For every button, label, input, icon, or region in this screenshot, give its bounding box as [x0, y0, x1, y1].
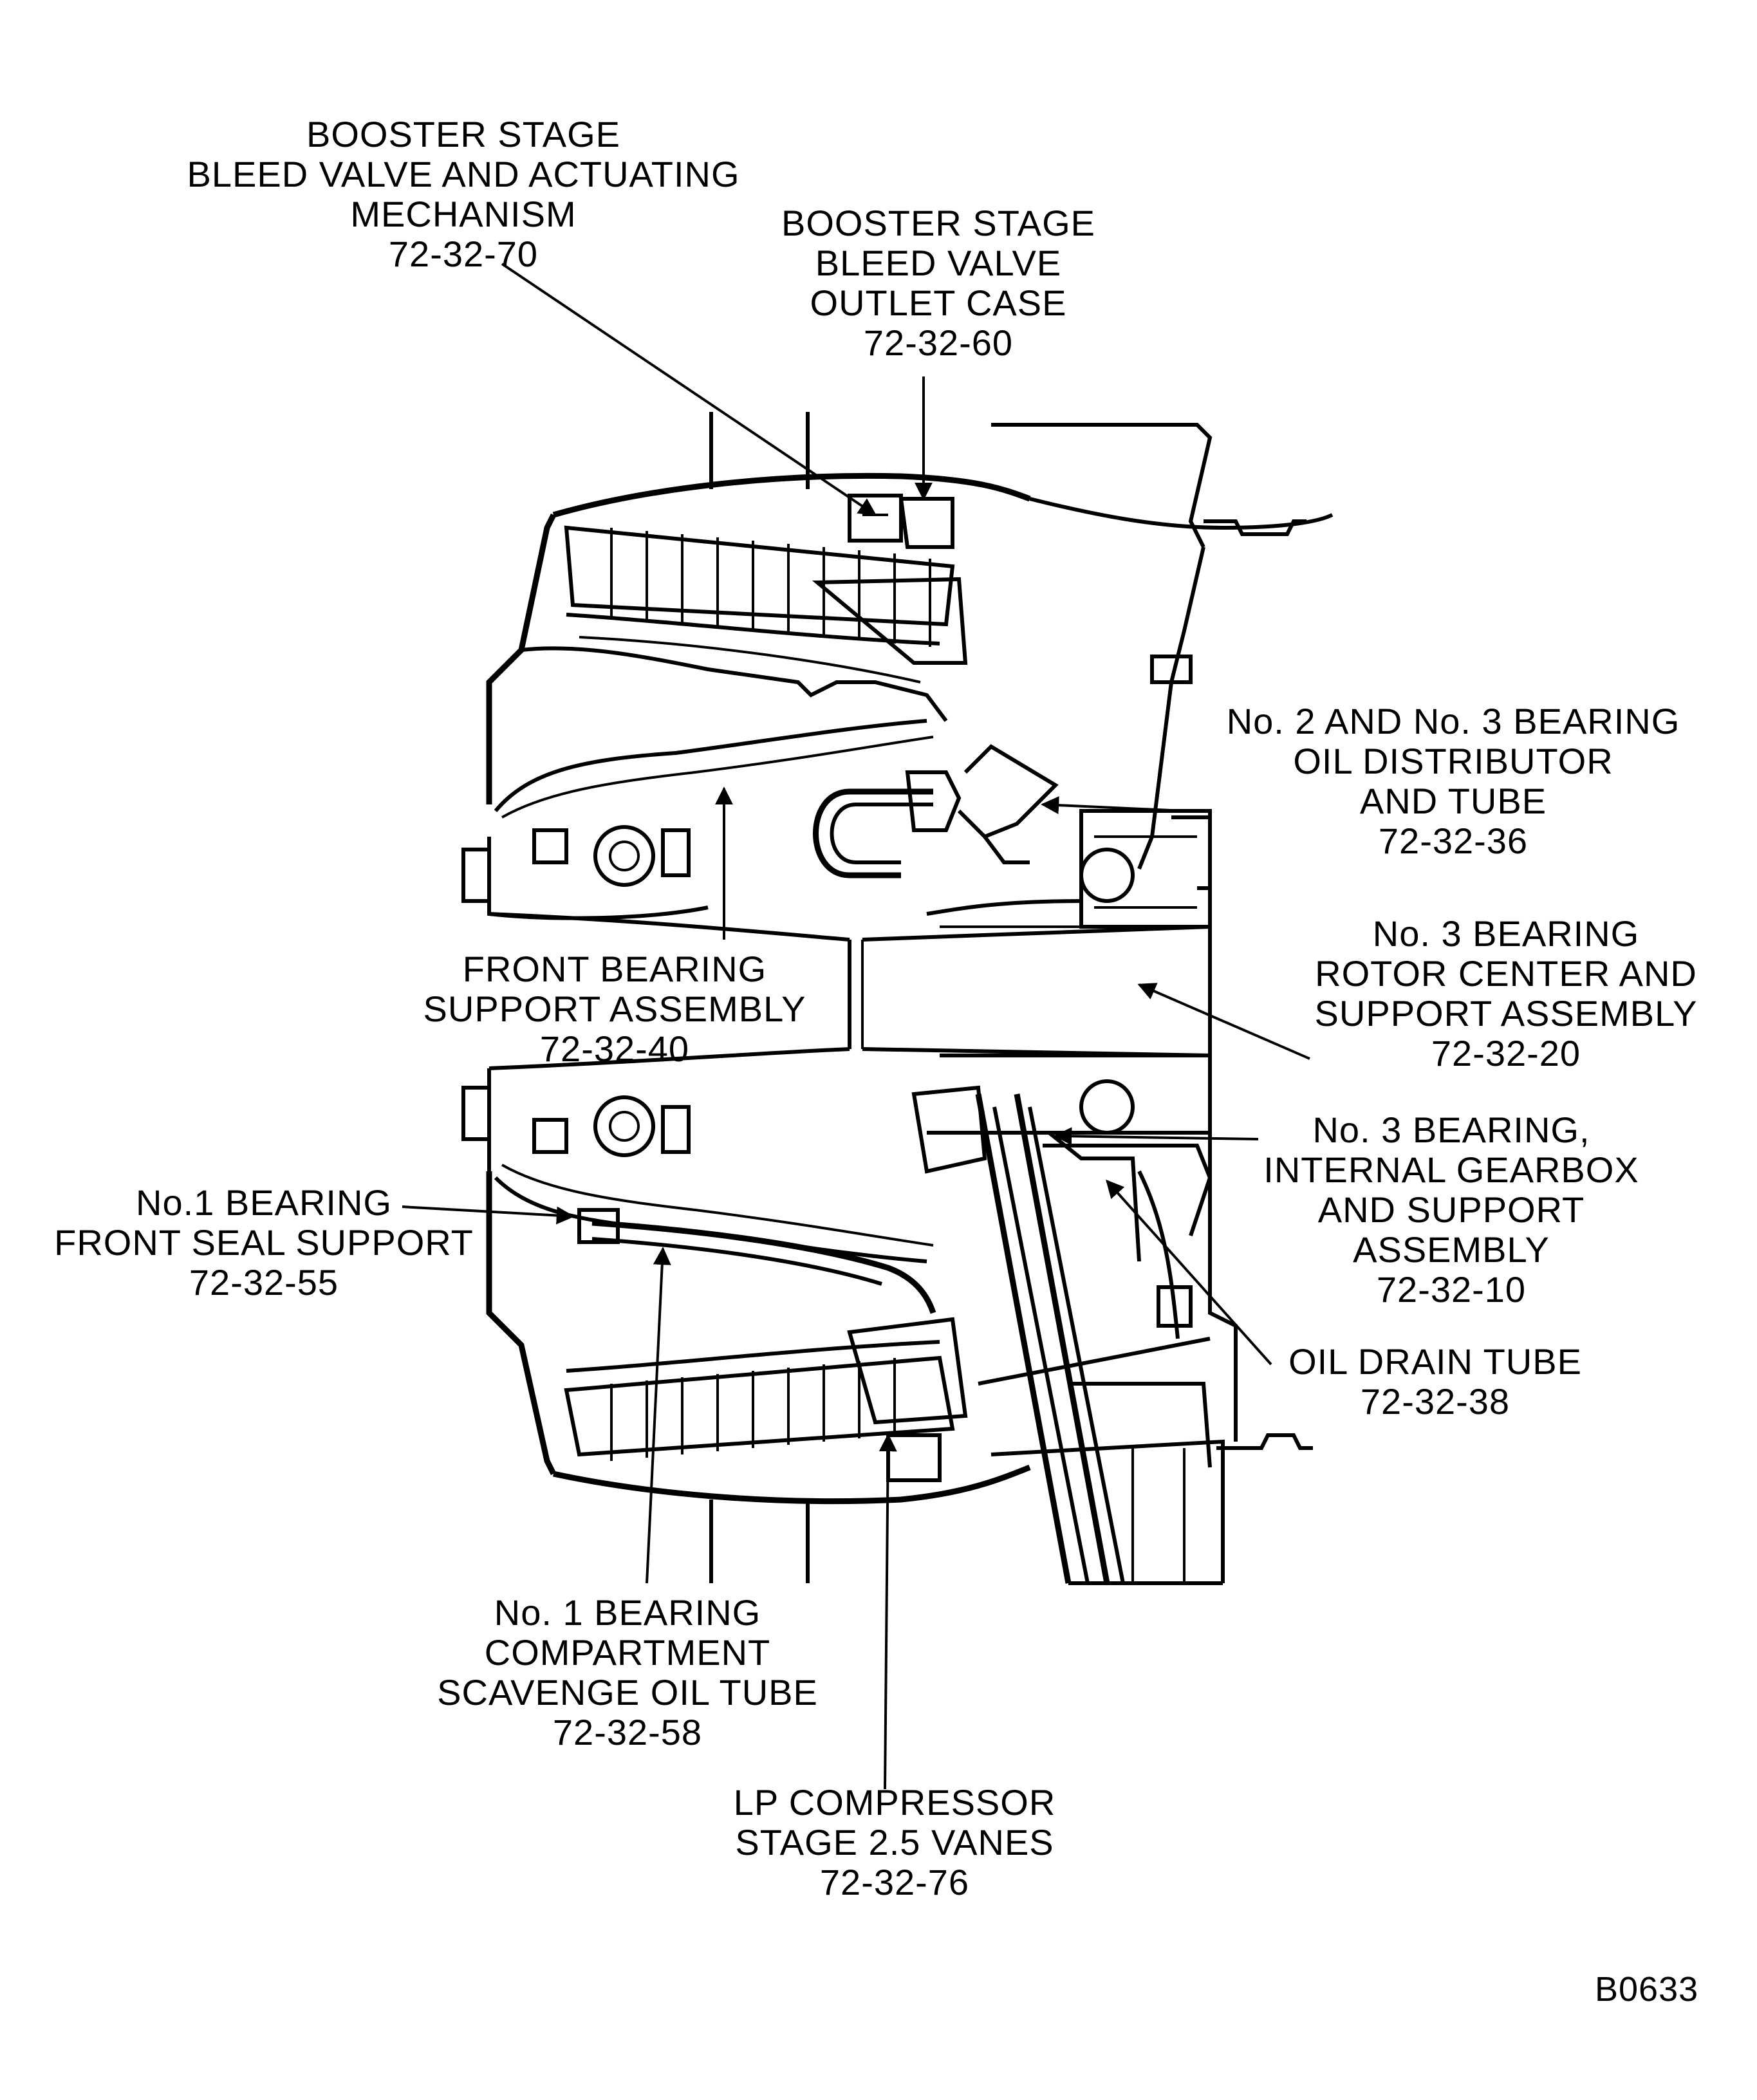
upper-front-bearing-housing — [461, 646, 948, 920]
callout-line: OUTLET CASE — [810, 283, 1067, 323]
callout-line: INTERNAL GEARBOX — [1263, 1149, 1639, 1190]
callout-ref: 72-32-60 — [863, 322, 1014, 363]
callout-ref: 72-32-55 — [189, 1262, 339, 1303]
callout-ref: 72-32-36 — [1378, 821, 1529, 861]
callout-line: No.1 BEARING — [136, 1182, 392, 1223]
central-shaft — [488, 912, 1211, 1070]
callout-line: BOOSTER STAGE — [306, 114, 621, 154]
figure-id: B0633 — [1595, 1970, 1699, 2009]
callout-ref: 72-32-76 — [819, 1862, 970, 1902]
lower-scavenge-tube — [577, 1208, 936, 1314]
callout-ref: 72-32-38 — [1360, 1381, 1511, 1422]
callout-booster-bleed-valve-actuating: BOOSTER STAGE BLEED VALVE AND ACTUATING … — [187, 115, 739, 274]
callout-front-bearing-support: FRONT BEARING SUPPORT ASSEMBLY 72-32-40 — [423, 949, 806, 1069]
mounting-flanges — [1150, 519, 1313, 1450]
callout-booster-bleed-valve-outlet-case: BOOSTER STAGE BLEED VALVE OUTLET CASE 72… — [781, 203, 1095, 363]
callout-ref: 72-32-70 — [388, 234, 539, 274]
callout-lp-compressor-vanes: LP COMPRESSOR STAGE 2.5 VANES 72-32-76 — [734, 1783, 1056, 1902]
callout-no3-rotor-center-support: No. 3 BEARING ROTOR CENTER AND SUPPORT A… — [1315, 914, 1698, 1073]
callout-line: BLEED VALVE — [815, 243, 1062, 283]
callout-line: ASSEMBLY — [1353, 1229, 1550, 1270]
callout-ref: 72-32-40 — [539, 1028, 690, 1069]
callout-no1-front-seal-support: No.1 BEARING FRONT SEAL SUPPORT 72-32-55 — [54, 1183, 474, 1303]
callout-ref: 72-32-20 — [1431, 1033, 1581, 1073]
callout-line: LP COMPRESSOR — [733, 1782, 1056, 1823]
callout-ref: 72-32-58 — [552, 1712, 703, 1752]
callout-line: COMPARTMENT — [484, 1632, 771, 1673]
lower-fan-duct — [486, 1171, 1031, 1583]
lower-booster-stages — [564, 1317, 968, 1482]
callout-line: BOOSTER STAGE — [781, 203, 1096, 243]
callout-line: OIL DRAIN TUBE — [1288, 1341, 1582, 1382]
callout-no2-no3-oil-distributor: No. 2 AND No. 3 BEARING OIL DISTRIBUTOR … — [1227, 702, 1680, 861]
callout-line: SCAVENGE OIL TUBE — [437, 1672, 818, 1713]
callout-no3-internal-gearbox: No. 3 BEARING, INTERNAL GEARBOX AND SUPP… — [1263, 1110, 1639, 1310]
internal-gearbox — [911, 1054, 1238, 1585]
callout-no1-scavenge-oil-tube: No. 1 BEARING COMPARTMENT SCAVENGE OIL T… — [437, 1593, 818, 1752]
callout-line: No. 3 BEARING, — [1312, 1110, 1590, 1150]
callout-line: FRONT SEAL SUPPORT — [54, 1222, 474, 1263]
callout-line: AND TUBE — [1359, 781, 1547, 821]
upper-booster-stages — [564, 494, 968, 683]
callout-line: OIL DISTRIBUTOR — [1293, 741, 1613, 781]
callout-line: ROTOR CENTER AND — [1315, 953, 1697, 994]
upper-oil-distributor — [813, 744, 1059, 878]
callout-line: BLEED VALVE AND ACTUATING — [187, 154, 740, 194]
callout-ref: 72-32-10 — [1376, 1269, 1527, 1310]
callout-line: No. 1 BEARING — [494, 1592, 761, 1633]
callout-line: No. 2 AND No. 3 BEARING — [1226, 701, 1680, 741]
callout-line: SUPPORT ASSEMBLY — [423, 989, 806, 1029]
callout-line: STAGE 2.5 VANES — [735, 1822, 1054, 1863]
callout-line: SUPPORT ASSEMBLY — [1314, 993, 1698, 1034]
callout-line: MECHANISM — [350, 194, 577, 234]
callout-line: AND SUPPORT — [1317, 1189, 1585, 1230]
callout-line: FRONT BEARING — [462, 949, 767, 989]
callout-line: No. 3 BEARING — [1372, 913, 1640, 954]
leader-lines — [402, 263, 1310, 1790]
callout-oil-drain-tube: OIL DRAIN TUBE 72-32-38 — [1288, 1342, 1582, 1422]
